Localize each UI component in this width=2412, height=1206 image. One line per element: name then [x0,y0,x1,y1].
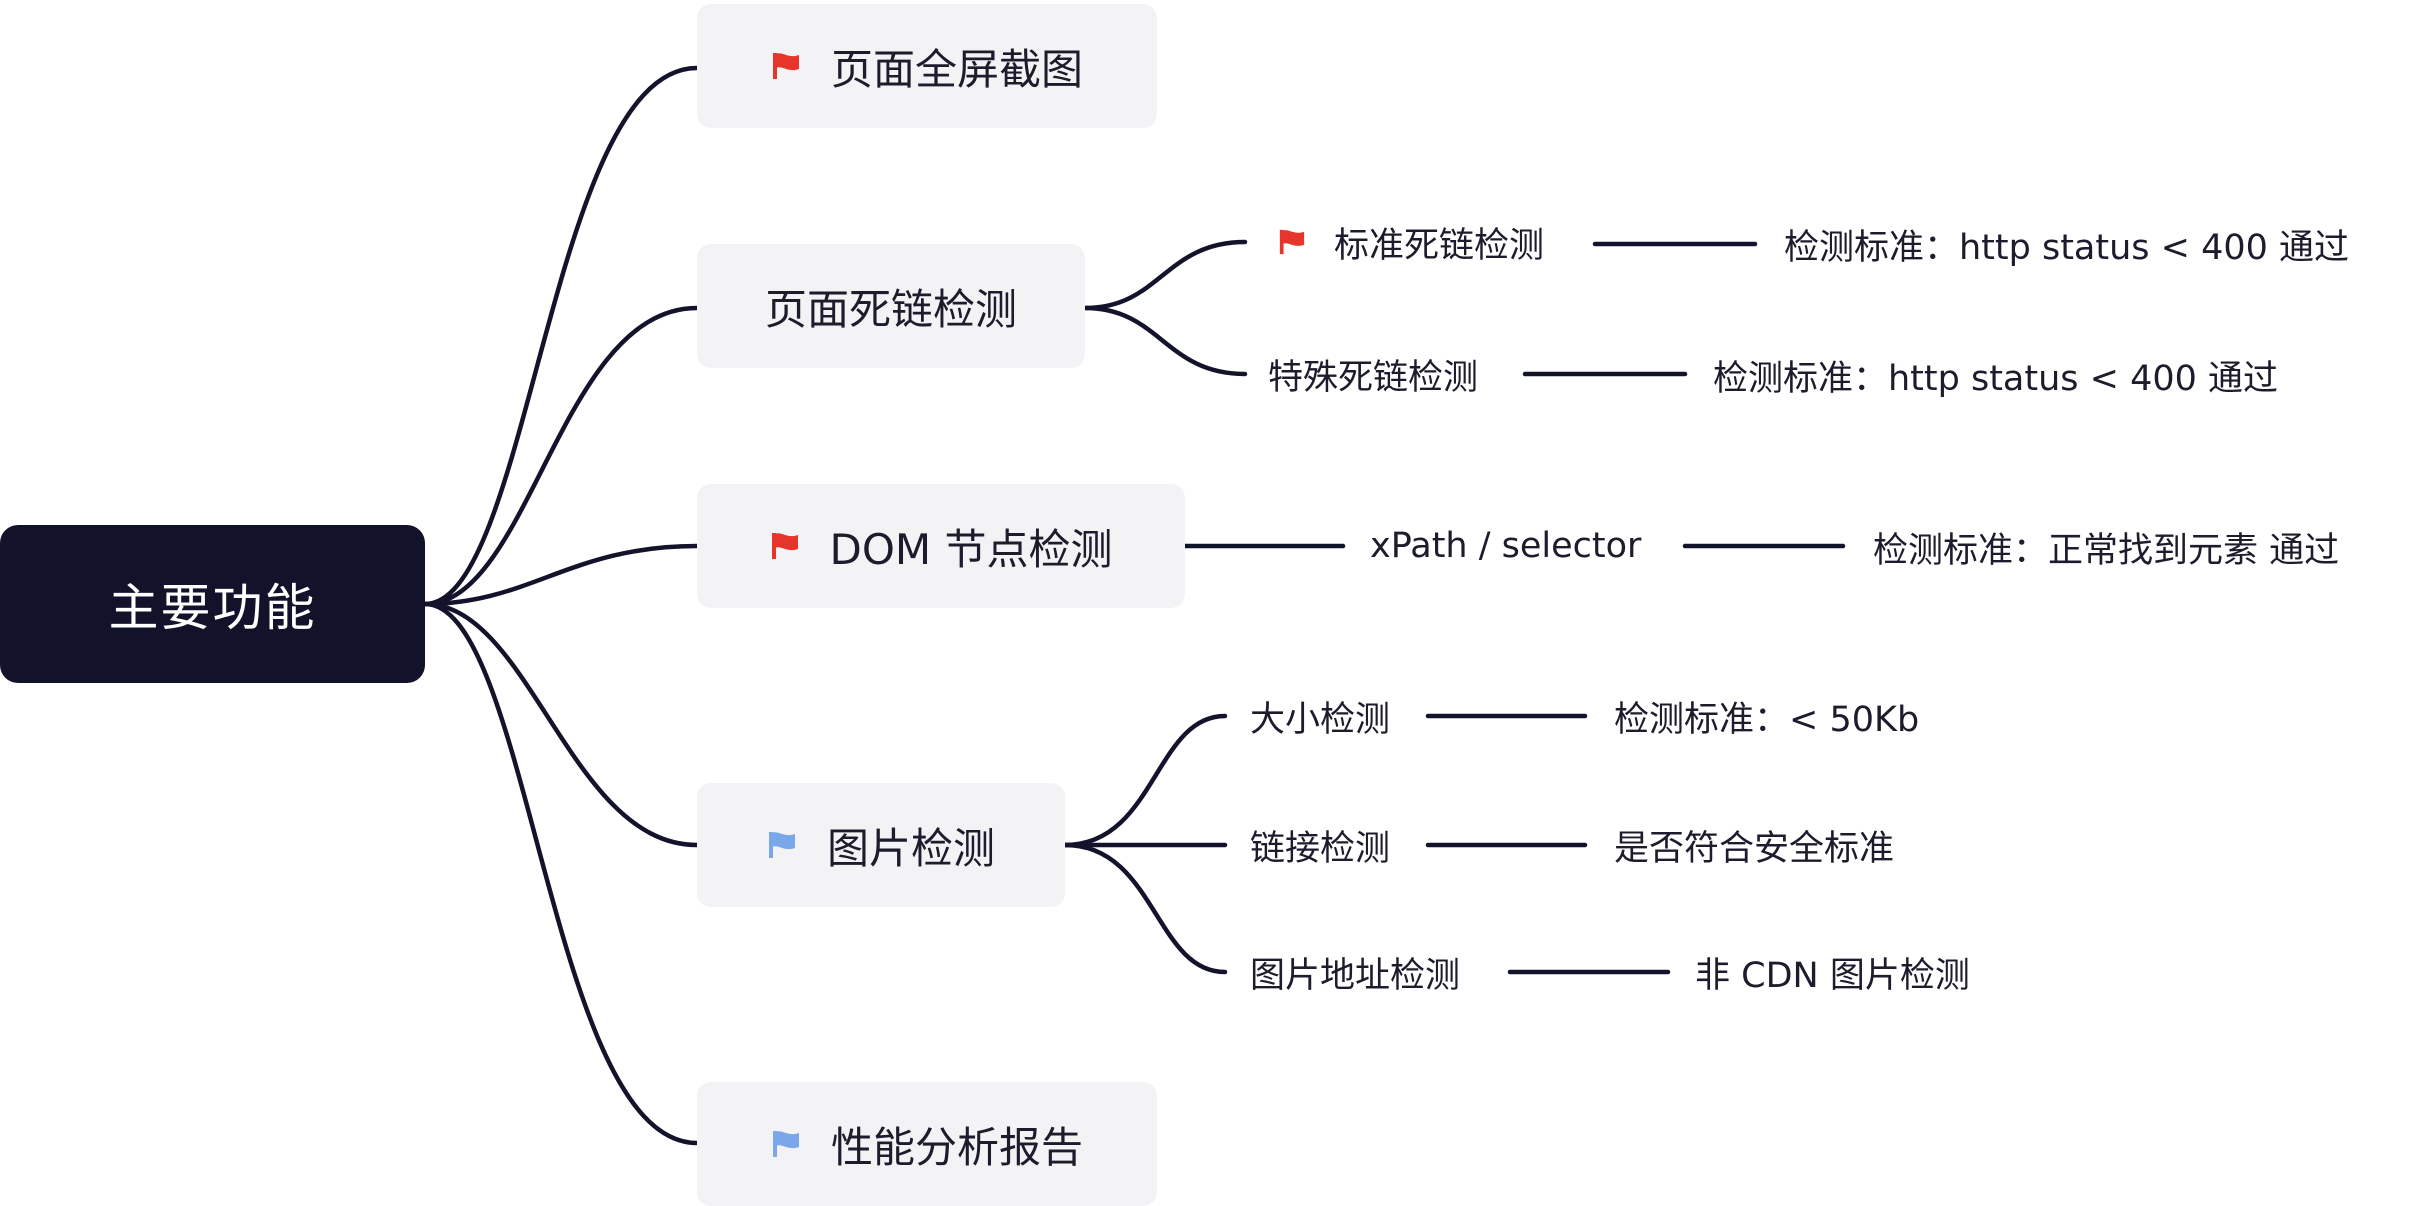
leaf-label: 大小检测 [1250,699,1391,740]
detail-node-special-criteria[interactable]: 检测标准：http status < 400 通过 [1713,351,2278,399]
branch-node-screenshot[interactable]: 页面全屏截图 [697,4,1157,128]
red-flag-icon [770,531,800,561]
branch-node-image[interactable]: 图片检测 [697,783,1065,907]
leaf-label: xPath / selector [1370,526,1642,566]
leaf-node-special-deadlink[interactable]: 特殊死链检测 [1268,350,1478,398]
edge-deadlink-special [1082,305,1248,377]
leaf-node-address-check[interactable]: 图片地址检测 [1250,948,1460,996]
leaf-label: 标准死链检测 [1334,225,1545,266]
edge-image-address [1062,842,1228,975]
leaf-label: 特殊死链检测 [1268,357,1479,398]
blue-flag-icon [771,1129,801,1159]
detail-label: 检测标准：http status < 400 通过 [1713,358,2279,399]
leaf-label: 图片地址检测 [1250,955,1461,996]
edge-root-screenshot [422,65,700,607]
red-flag-icon [771,51,801,81]
branch-label: 页面全屏截图 [830,44,1083,94]
edge-deadlink-standard [1082,239,1248,311]
branch-label: 图片检测 [826,823,995,873]
edge-root-dom [422,543,700,607]
detail-node-dom-criteria[interactable]: 检测标准：正常找到元素 通过 [1873,523,2339,571]
leaf-label: 链接检测 [1250,828,1391,869]
detail-label: 是否符合安全标准 [1614,828,1895,869]
leaf-node-standard-deadlink[interactable]: 标准死链检测 [1278,218,1544,266]
detail-label: 检测标准：http status < 400 通过 [1784,227,2350,268]
branch-label: 性能分析报告 [830,1122,1083,1172]
detail-label: 非 CDN 图片检测 [1695,955,1970,996]
branch-node-dom[interactable]: DOM 节点检测 [697,484,1185,608]
branch-node-performance[interactable]: 性能分析报告 [697,1082,1157,1206]
detail-node-security-criteria[interactable]: 是否符合安全标准 [1614,821,1894,869]
branch-node-deadlink[interactable]: 页面死链检测 [697,244,1085,368]
detail-node-size-criteria[interactable]: 检测标准：< 50Kb [1614,692,1919,740]
red-flag-icon [1278,228,1306,256]
edge-root-deadlink [422,305,700,607]
detail-node-standard-criteria[interactable]: 检测标准：http status < 400 通过 [1784,220,2349,268]
edge-root-image [422,601,700,848]
edge-image-size [1062,713,1228,848]
leaf-node-size-check[interactable]: 大小检测 [1250,692,1390,740]
leaf-node-link-check[interactable]: 链接检测 [1250,821,1390,869]
detail-label: 检测标准：正常找到元素 通过 [1873,530,2340,571]
blue-flag-icon [767,830,797,860]
branch-label: DOM 节点检测 [829,524,1113,574]
edge-root-perf [422,601,700,1146]
root-node[interactable]: 主要功能 [0,525,425,683]
detail-label: 检测标准：< 50Kb [1614,699,1920,740]
root-label: 主要功能 [108,579,317,637]
leaf-node-xpath-selector[interactable]: xPath / selector [1370,522,1641,570]
detail-node-cdn-criteria[interactable]: 非 CDN 图片检测 [1695,948,1970,996]
branch-label: 页面死链检测 [764,284,1017,334]
